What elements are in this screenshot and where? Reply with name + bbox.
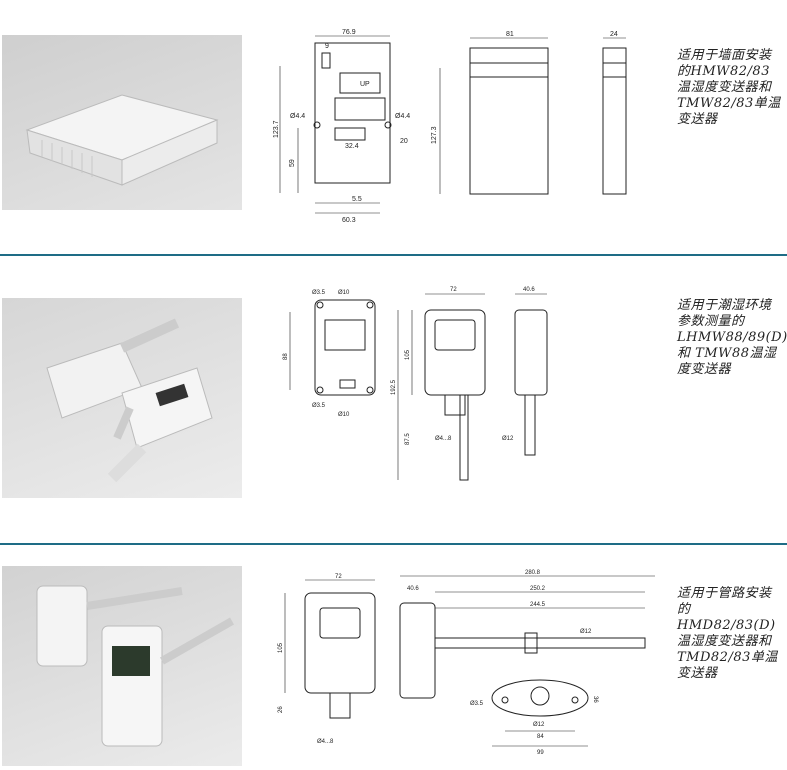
dim-cable: Ø4...8 [317,739,334,745]
dim-probe-dia: Ø12 [580,629,592,635]
dim-hole-left: Ø4.4 [290,113,305,120]
dim-flange-total: 99 [537,750,544,756]
dim-flange-dia: Ø12 [533,722,545,728]
humid-transmitter-dimension-drawing: Ø3.5 Ø10 Ø3.5 Ø10 88 72 105 192.5 87.5 Ø… [280,280,580,485]
caption-duct: 适用于管路安装的HMD82/83(D)温湿度变送器和TMD82/83单温变送器 [677,586,778,681]
dim-hole-c: Ø3.5 [312,403,326,409]
product-row-duct: 72 105 26 Ø4...8 280.8 40.6 250.2 244.5 … [0,548,787,770]
dim-total-len: 280.8 [525,570,541,576]
dim-flange-h: 36 [592,696,598,703]
section-divider-1 [0,254,787,256]
dim-hole-b: Ø10 [338,290,350,296]
dim-width: 72 [335,574,342,580]
duct-transmitter-illustration [36,585,234,747]
dim-probe-len: 250.2 [530,586,546,592]
dim-h-gland: 26 [278,706,284,713]
dim-h-body: 105 [405,349,411,360]
dim-hole-d: Ø10 [338,412,350,418]
dim-width: 72 [450,287,457,293]
dim-offset: 5.5 [352,196,362,203]
product-photo-duct-transmitter [2,566,242,766]
caption-wall: 适用于墙面安装的HMW82/83温湿度变送器和TMW82/83单温变送器 [677,48,781,127]
dim-height: 123.7 [273,120,280,138]
duct-transmitter-dimension-drawing: 72 105 26 Ø4...8 280.8 40.6 250.2 244.5 … [275,568,670,763]
dim-hole-a: Ø3.5 [312,290,326,296]
product-row-humid: Ø3.5 Ø10 Ø3.5 Ø10 88 72 105 192.5 87.5 Ø… [0,258,787,508]
product-row-wall: 76.9 9 UP Ø4.4 Ø4.4 32.4 20 123.7 59 5.5… [0,0,787,250]
dim-front-height: 127.3 [431,126,438,144]
dim-hole-right: Ø4.4 [395,113,410,120]
dim-probe-len2: 244.5 [530,602,546,608]
dim-inner: 32.4 [345,143,359,150]
up-label: UP [360,81,370,88]
humid-transmitter-illustration [46,318,213,483]
dim-h-probe: 87.5 [405,433,411,445]
dim-h-total: 192.5 [391,379,397,395]
dim-cable: Ø4...8 [435,436,452,442]
dim-flange-w: 84 [537,734,544,740]
dim-probe-dia: Ø12 [502,436,514,442]
product-photo-wall-transmitter [2,35,242,210]
dim-side-small: 20 [400,138,408,145]
dim-lower: 59 [289,159,296,167]
dim-front-width: 81 [506,31,514,38]
dim-side-width: 40.6 [523,287,535,293]
wall-transmitter-dimension-drawing: 76.9 9 UP Ø4.4 Ø4.4 32.4 20 123.7 59 5.5… [270,28,660,228]
dim-side-depth: 24 [610,31,618,38]
dim-flange-hole: Ø3.5 [470,701,484,707]
dim-slot: 9 [325,43,329,50]
product-photo-humid-transmitter [2,298,242,498]
dim-width-top: 76.9 [342,29,356,36]
wall-transmitter-illustration [25,94,219,186]
dim-bottom-width: 60.3 [342,217,356,224]
dim-depth: 40.6 [407,586,419,592]
caption-humid: 适用于潮湿环境参数测量的LHMW88/89(D)和 TMW88温湿度变送器 [677,298,787,377]
section-divider-2 [0,543,787,545]
dim-height-inner: 88 [283,353,289,360]
dim-h-body: 105 [278,642,284,653]
